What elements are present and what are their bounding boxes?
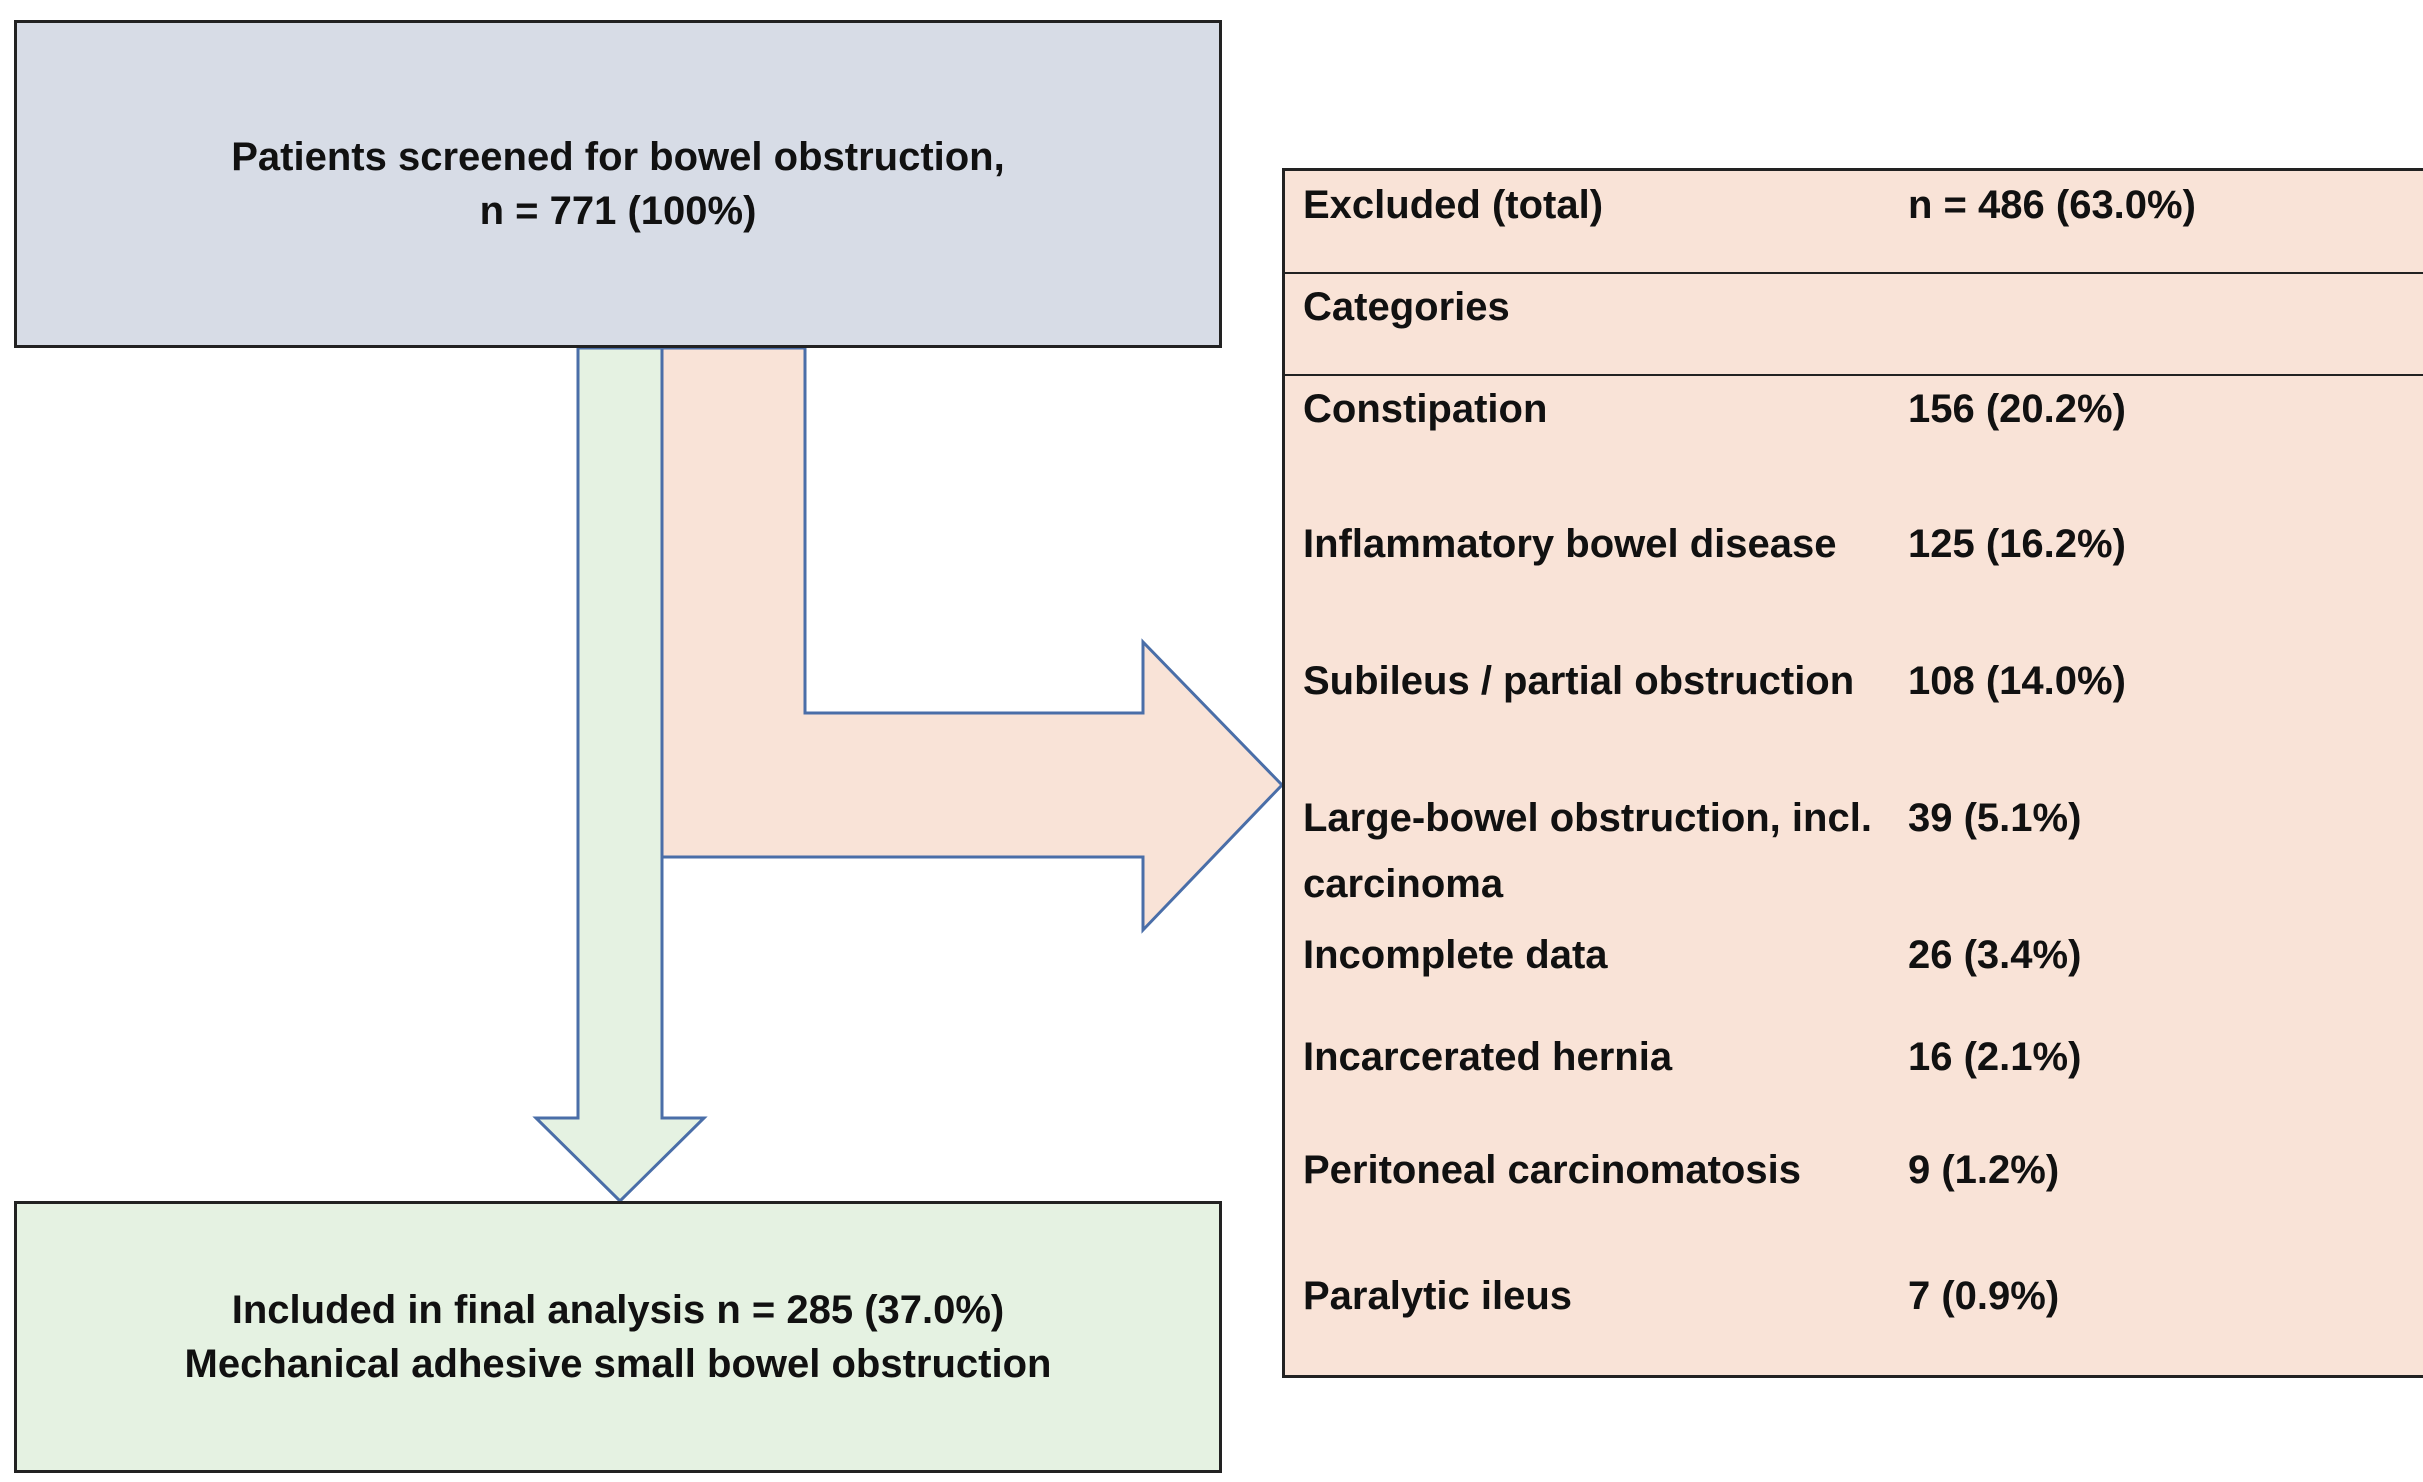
- excluded-panel: Excluded (total) n = 486 (63.0%) Categor…: [1282, 168, 2423, 1378]
- exclusion-arrow: [660, 346, 1285, 934]
- category-value: 156 (20.2%): [1908, 387, 2126, 431]
- category-value: 9 (1.2%): [1908, 1148, 2060, 1192]
- included-box: Included in final analysis n = 285 (37.0…: [14, 1201, 1222, 1473]
- category-value: 39 (5.1%): [1908, 796, 2082, 840]
- divider-top: [1285, 272, 2423, 274]
- divider-categories: [1285, 374, 2423, 376]
- category-label: Large-bowel obstruction, incl. carcinoma: [1303, 796, 1872, 906]
- category-label: Constipation: [1303, 387, 1548, 431]
- screened-line-1: Patients screened for bowel obstruction,: [231, 135, 1005, 179]
- category-value: 26 (3.4%): [1908, 933, 2082, 977]
- inclusion-arrow: [532, 346, 708, 1204]
- excluded-total-label: Excluded (total): [1303, 183, 1604, 227]
- category-label: Inflammatory bowel disease: [1303, 522, 1837, 566]
- category-label: Incarcerated hernia: [1303, 1035, 1673, 1079]
- included-line-2: Mechanical adhesive small bowel obstruct…: [184, 1342, 1052, 1386]
- category-value: 125 (16.2%): [1908, 522, 2126, 566]
- screened-line-2: n = 771 (100%): [479, 189, 757, 233]
- category-label: Subileus / partial obstruction: [1303, 659, 1855, 703]
- category-value: 108 (14.0%): [1908, 659, 2126, 703]
- category-value: 7 (0.9%): [1908, 1274, 2060, 1318]
- screened-box: Patients screened for bowel obstruction,…: [14, 20, 1222, 348]
- excluded-total-value: n = 486 (63.0%): [1908, 183, 2196, 227]
- category-value: 16 (2.1%): [1908, 1035, 2082, 1079]
- category-label: Paralytic ileus: [1303, 1274, 1573, 1318]
- categories-label: Categories: [1303, 285, 1510, 329]
- category-label: Incomplete data: [1303, 933, 1608, 977]
- included-line-1: Included in final analysis n = 285 (37.0…: [231, 1288, 1005, 1332]
- category-label: Peritoneal carcinomatosis: [1303, 1148, 1801, 1192]
